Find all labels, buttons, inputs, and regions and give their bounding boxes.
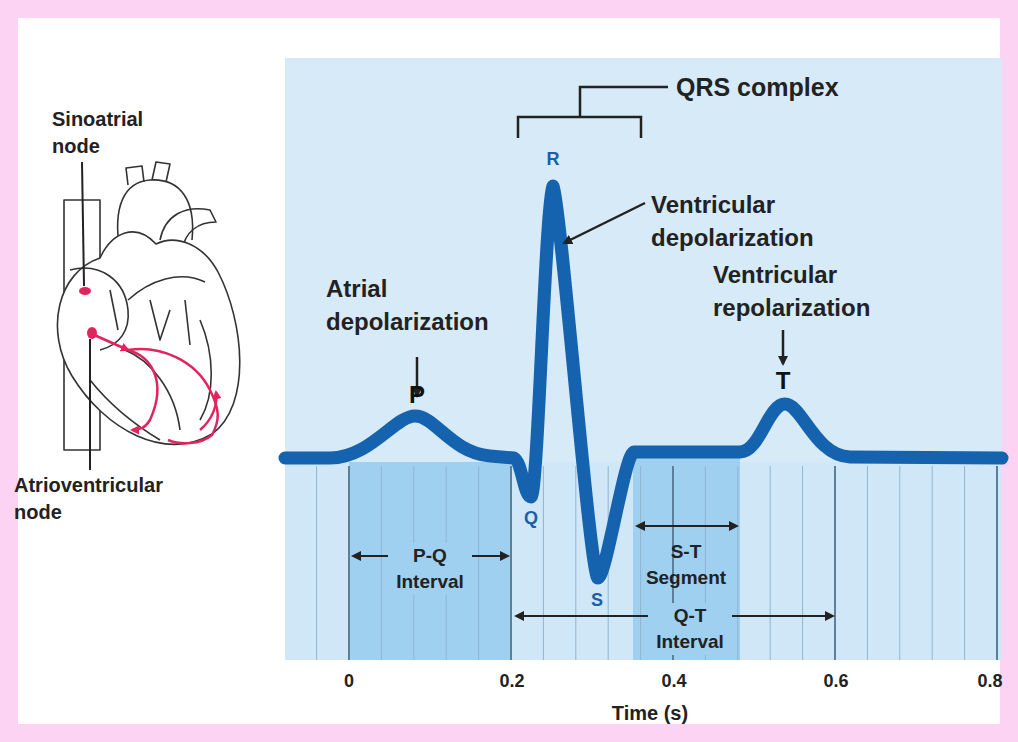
node-label: Sinoatrial node (52, 106, 177, 160)
ecg-trace (285, 186, 1002, 578)
grid-line (802, 466, 803, 660)
grid-line (348, 466, 350, 660)
leader-arrow (782, 330, 785, 364)
chart-panel (285, 58, 1002, 660)
sa-node (79, 287, 91, 295)
grid-line (867, 466, 868, 660)
st-band (633, 448, 740, 660)
conduction-path (92, 334, 218, 443)
leader-line (89, 339, 91, 470)
wave-point: R (538, 148, 568, 170)
grid-line (381, 466, 382, 660)
wave-point: P (402, 382, 432, 408)
axis-tick: 0.2 (487, 670, 537, 692)
grid-line (834, 466, 836, 660)
heart-illustration (57, 162, 239, 450)
grid-line (316, 466, 317, 660)
wave-point: S (582, 589, 612, 611)
leader-arrow (564, 203, 645, 243)
axis-tick: 0.8 (970, 670, 1010, 692)
grid-line (932, 466, 933, 660)
callout-label: Ventricular repolarization (713, 258, 938, 324)
leader-line (82, 162, 84, 286)
grid-lines (317, 466, 997, 660)
grid-line (737, 466, 738, 660)
callout-label: QRS complex (676, 72, 876, 102)
qrs-bracket (518, 87, 668, 138)
grid-line (899, 466, 900, 660)
interval-arrow (637, 525, 737, 527)
grid-line (543, 466, 544, 660)
wave-point: Q (516, 507, 546, 529)
callout-label: Atrial depolarization (326, 272, 541, 338)
axis-tick: 0.6 (811, 670, 861, 692)
axis-tick: 0 (324, 670, 374, 692)
callout-label: Ventricular depolarization (651, 188, 876, 254)
wave-point: T (768, 368, 798, 394)
node-label: Atrioventricular node (14, 472, 199, 526)
interval-label: P-Q Interval (388, 543, 472, 595)
grid-line (510, 466, 512, 660)
interval-label: Q-T Interval (648, 603, 732, 655)
axis-tick: 0.4 (649, 670, 699, 692)
grid-line (478, 466, 479, 660)
grid-line (996, 466, 998, 660)
grid-line (964, 466, 965, 660)
axis-title: Time (s) (590, 701, 710, 725)
grid-line (640, 466, 641, 660)
grid-line (575, 466, 576, 660)
grid-line (770, 466, 771, 660)
segment-label: S-T Segment (634, 539, 738, 591)
av-node (87, 327, 97, 339)
pq-band (349, 462, 512, 660)
